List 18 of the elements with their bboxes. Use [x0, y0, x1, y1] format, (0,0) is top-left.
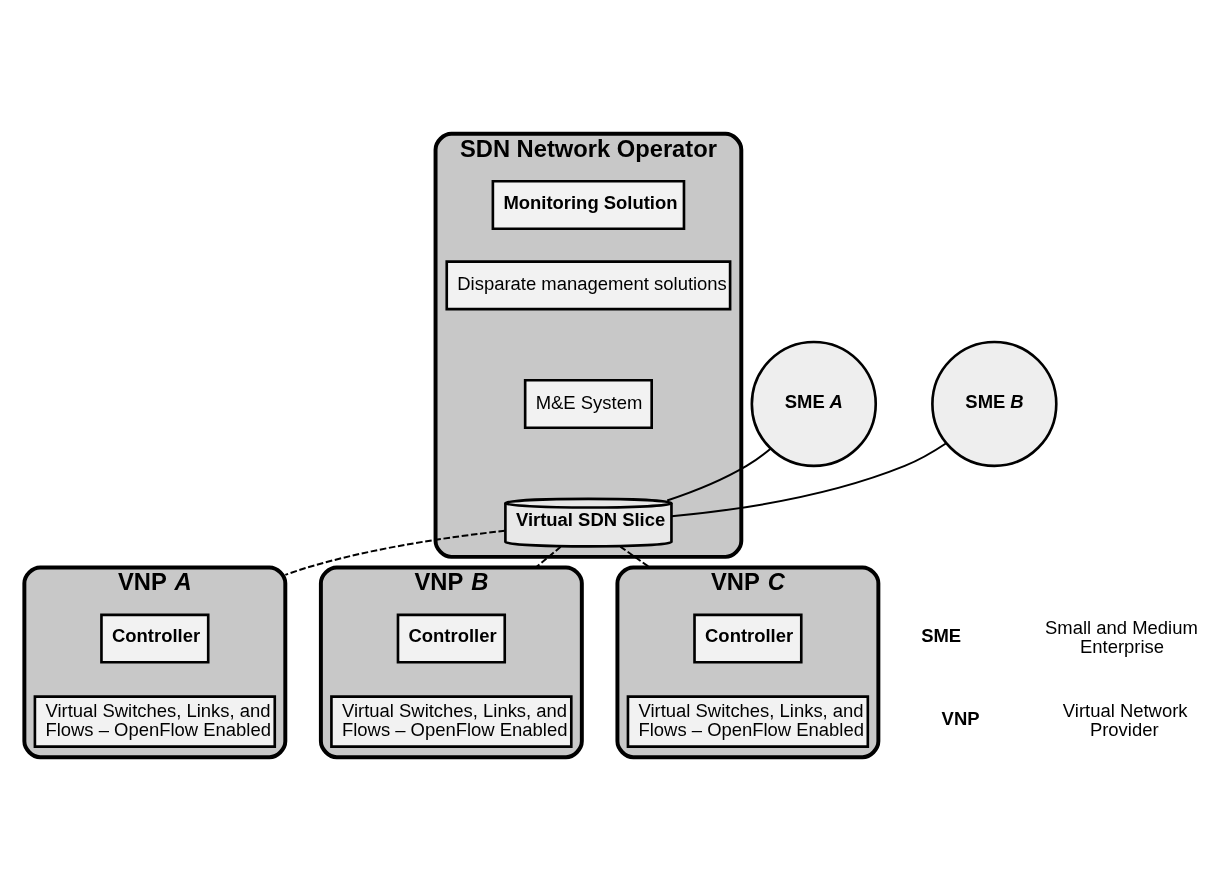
connector	[670, 441, 948, 517]
node-box: Virtual Switches, Links, and Flows – OpenFlow Enabled	[330, 694, 573, 748]
node-box: Controller	[100, 613, 210, 664]
node-box: Controller	[693, 613, 803, 664]
node-box: Virtual Switches, Links, and Flows – OpenFlow Enabled	[33, 694, 277, 748]
label: Small and Medium Enterprise	[1045, 616, 1198, 657]
label: Virtual Network Provider	[1062, 699, 1188, 740]
node-box: Controller	[396, 613, 507, 664]
connector	[284, 529, 506, 576]
node-circle: SME B	[931, 340, 1058, 467]
node-circle: SME A	[750, 340, 878, 467]
node-box: Monitoring Solution	[491, 179, 686, 230]
node-box: Disparate management solutions	[445, 259, 732, 310]
label: SME	[921, 624, 962, 646]
label: VNP	[941, 707, 980, 729]
connector	[666, 447, 772, 502]
node-box: M&E System	[523, 378, 653, 429]
node-box: Virtual Switches, Links, and Flows – OpenFlow Enabled	[626, 694, 870, 748]
